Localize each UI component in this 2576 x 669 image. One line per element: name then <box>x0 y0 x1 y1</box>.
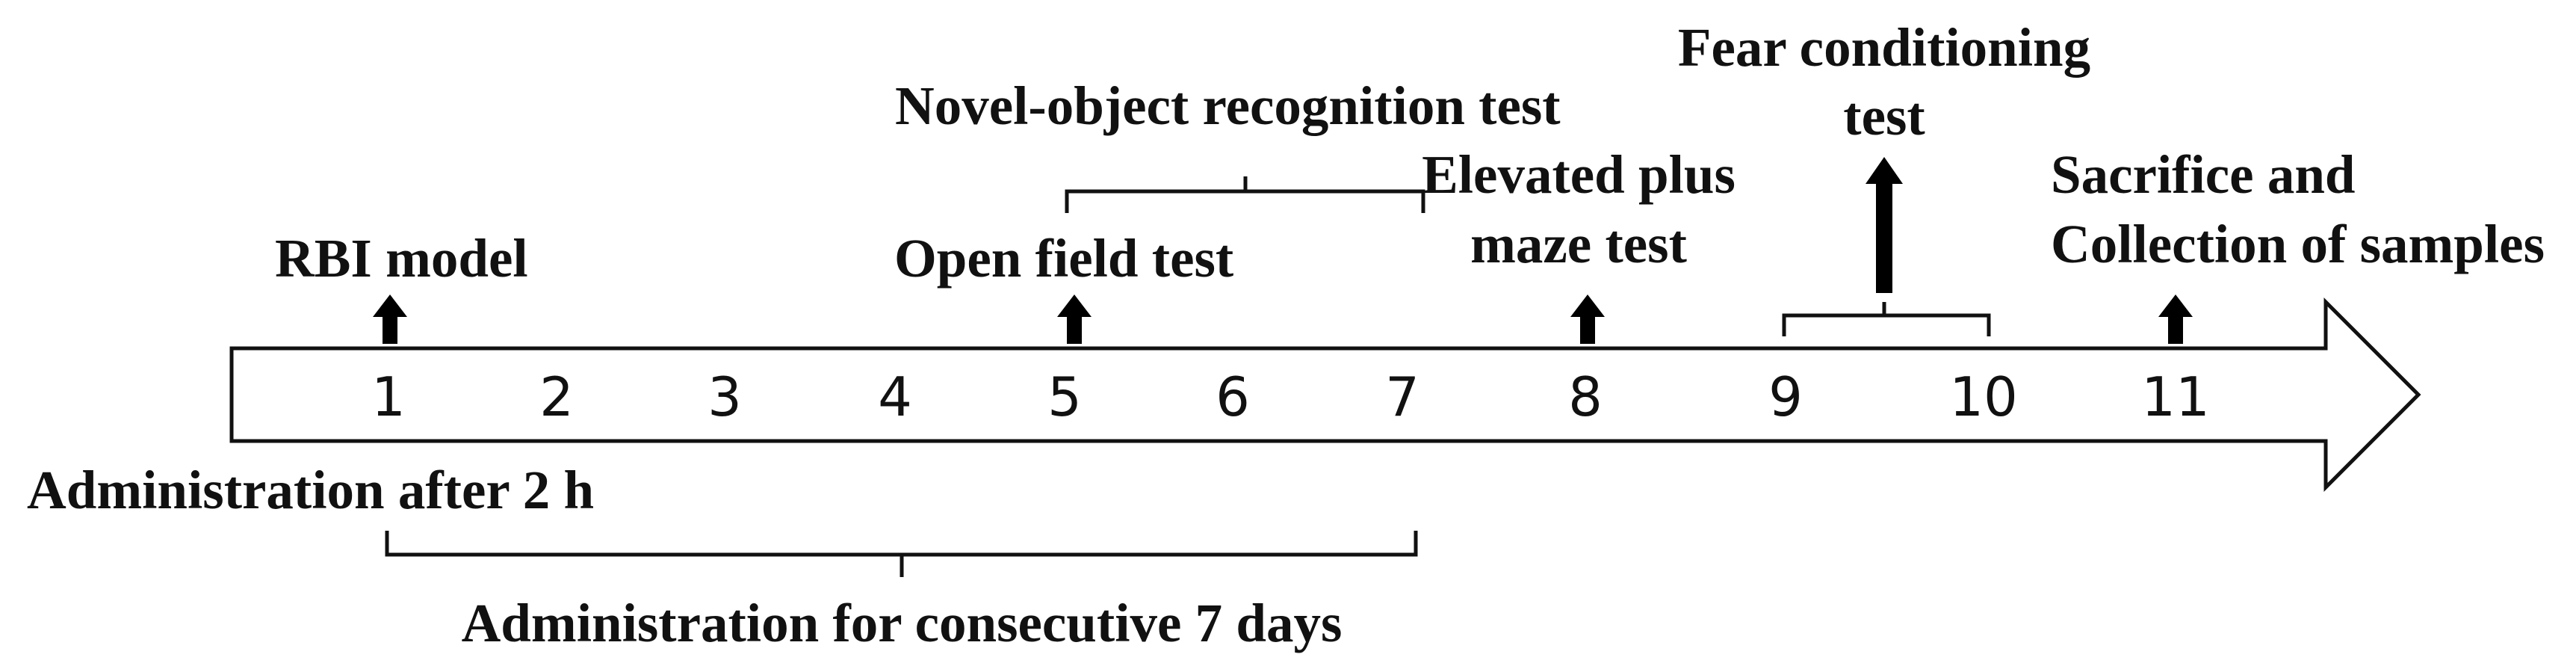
day-7: 7 <box>1385 366 1419 428</box>
fear-conditioning-label-line2: test <box>1843 86 1925 147</box>
sacrifice-arrow-icon <box>2158 295 2193 344</box>
open-field-label: Open field test <box>894 228 1233 289</box>
administration-after-label: Administration after 2 h <box>27 460 594 520</box>
elevated-plus-label-line1: Elevated plus <box>1422 144 1736 205</box>
fear-conditioning-bracket <box>1782 302 1991 336</box>
rbi-model-label: RBI model <box>275 228 528 289</box>
day-1: 1 <box>371 366 406 428</box>
day-9: 9 <box>1768 366 1803 428</box>
day-8: 8 <box>1568 366 1603 428</box>
novel-object-bracket <box>1065 176 1425 213</box>
administration-bracket <box>385 531 1418 577</box>
day-10: 10 <box>1949 366 2018 428</box>
fear-conditioning-arrow-icon <box>1866 157 1903 293</box>
rbi-model-arrow-icon <box>373 295 407 344</box>
novel-object-label: Novel-object recognition test <box>895 75 1561 136</box>
open-field-arrow-icon <box>1057 295 1092 344</box>
sacrifice-label-line1: Sacrifice and <box>2051 144 2356 205</box>
day-11: 11 <box>2141 366 2210 428</box>
elevated-plus-label-line2: maze test <box>1470 214 1687 274</box>
administration-consecutive-label: Administration for consecutive 7 days <box>462 593 1343 653</box>
timeline-arrow <box>229 297 2421 493</box>
day-2: 2 <box>539 366 574 428</box>
elevated-plus-arrow-icon <box>1570 295 1605 344</box>
day-4: 4 <box>878 366 912 428</box>
fear-conditioning-label-line1: Fear conditioning <box>1678 17 2090 78</box>
day-6: 6 <box>1216 366 1250 428</box>
sacrifice-label-line2: Collection of samples <box>2051 214 2545 274</box>
day-3: 3 <box>708 366 742 428</box>
day-5: 5 <box>1047 366 1082 428</box>
